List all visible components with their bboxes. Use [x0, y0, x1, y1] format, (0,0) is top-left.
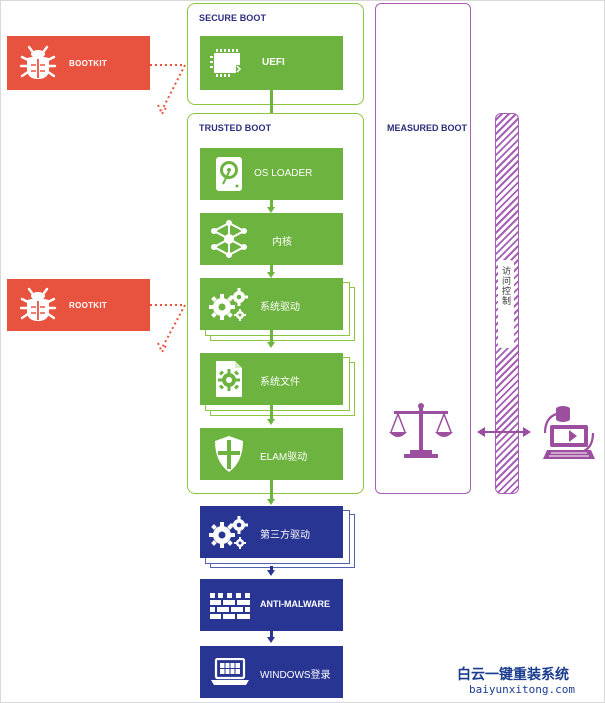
- bootkit-label: BOOTKIT: [69, 59, 108, 68]
- windows-login-label: WINDOWS登录: [260, 670, 331, 681]
- measured-boot-label: MEASURED BOOT: [387, 123, 468, 133]
- kernel-label: 内核: [272, 237, 292, 248]
- connector-thirdparty-antimalware: [270, 566, 273, 572]
- connector-antimalware-login: [270, 631, 273, 639]
- connector-os-loader-kernel: [270, 200, 273, 209]
- bootkit-box: BOOTKIT: [7, 36, 150, 90]
- arrow-files-elam: [267, 419, 275, 425]
- system-drivers-label: 系统驱动: [260, 302, 300, 313]
- arrow-os-loader-kernel: [267, 207, 275, 213]
- secure-boot-label: SECURE BOOT: [199, 13, 267, 23]
- anti-malware-label: ANTI-MALWARE: [260, 599, 330, 609]
- watermark-title: 白云一键重装系统: [457, 667, 569, 683]
- gear-document-icon: [214, 359, 244, 404]
- access-control-label: 访问控制: [501, 266, 511, 306]
- arrow-elam-thirdparty: [267, 499, 275, 505]
- arrow-antimalware-login: [267, 637, 275, 643]
- third-party-drivers-box: 第三方驱动: [200, 506, 343, 558]
- windows-login-box: WINDOWS登录: [200, 646, 343, 698]
- laptop-icon: [210, 657, 250, 691]
- watermark-url: baiyunxitong.com: [469, 683, 575, 696]
- balance-scale-icon: [388, 400, 454, 465]
- double-arrow: [477, 427, 531, 437]
- connector-kernel-drivers: [270, 265, 273, 274]
- rootkit-label: ROOTKIT: [69, 301, 108, 310]
- brick-wall-icon: [210, 591, 250, 624]
- uefi-box: UEFI: [200, 36, 343, 90]
- gears-icon: [208, 514, 250, 555]
- connector-uefi-trusted: [270, 90, 273, 130]
- connector-files-elam: [270, 405, 273, 421]
- arrow-drivers-files: [267, 342, 275, 348]
- connector-drivers-files: [270, 330, 273, 344]
- anti-malware-box: ANTI-MALWARE: [200, 579, 343, 631]
- chip-icon: [210, 48, 244, 83]
- elam-driver-label: ELAM驱动: [260, 452, 308, 463]
- access-control-label-bg: [498, 260, 514, 348]
- kernel-box: 内核: [200, 213, 343, 265]
- third-party-drivers-label: 第三方驱动: [260, 530, 310, 541]
- rootkit-box: ROOTKIT: [7, 279, 150, 331]
- hard-drive-icon: [214, 155, 244, 198]
- gears-icon: [208, 286, 250, 327]
- bootkit-attack-path: [150, 64, 187, 117]
- bug-icon: [19, 287, 57, 328]
- rootkit-attack-path: [150, 304, 187, 355]
- network-hub-icon: [210, 219, 248, 264]
- elam-driver-box: ELAM驱动: [200, 428, 343, 480]
- trusted-boot-label: TRUSTED BOOT: [199, 123, 272, 133]
- os-loader-box: OS LOADER: [200, 148, 343, 200]
- remote-server-icon: [541, 403, 597, 466]
- shield-icon: [212, 434, 246, 479]
- os-loader-label: OS LOADER: [254, 168, 313, 179]
- uefi-label: UEFI: [262, 57, 285, 68]
- system-files-box: 系统文件: [200, 353, 343, 405]
- system-drivers-box: 系统驱动: [200, 278, 343, 330]
- system-files-label: 系统文件: [260, 377, 300, 388]
- arrow-thirdparty-antimalware: [267, 570, 275, 576]
- bug-icon: [19, 45, 57, 86]
- arrow-kernel-drivers: [267, 272, 275, 278]
- connector-elam-thirdparty: [270, 480, 273, 502]
